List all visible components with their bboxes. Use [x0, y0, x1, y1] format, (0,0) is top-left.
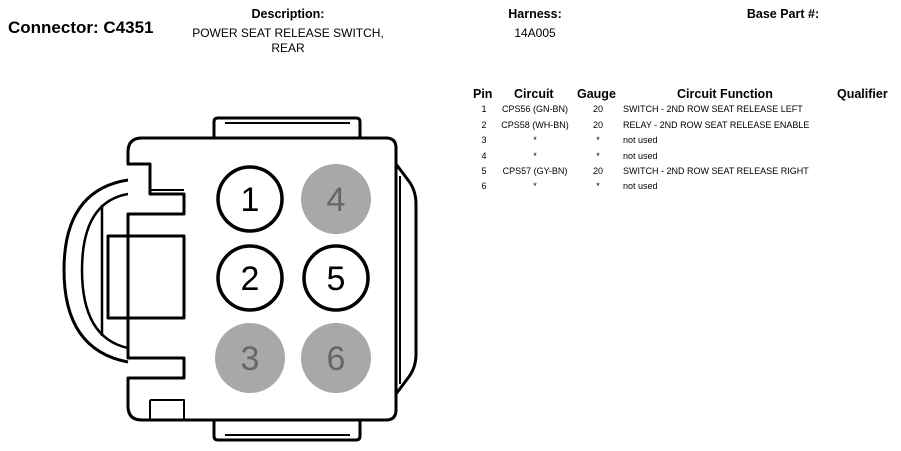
- description-value: POWER SEAT RELEASE SWITCH, REAR: [168, 26, 408, 56]
- pin-cavity-6: [301, 323, 371, 393]
- pin-number-4: 4: [327, 181, 346, 219]
- pin-number-6: 6: [327, 340, 346, 378]
- cell-function: SWITCH - 2ND ROW SEAT RELEASE RIGHT: [623, 166, 809, 176]
- cell-circuit: CPS56 (GN-BN): [501, 104, 568, 114]
- cell-circuit: *: [533, 135, 537, 145]
- pin-cavity-1: [216, 165, 284, 233]
- cell-pin: 5: [481, 166, 487, 176]
- pin-number-5: 5: [327, 260, 346, 298]
- pin-cavity-group: 1 4 2 5 3 6: [215, 164, 371, 393]
- column-header-circuit: Circuit: [514, 87, 554, 101]
- cell-pin: 1: [481, 104, 487, 114]
- column-header-circuit-function: Circuit Function: [677, 87, 773, 101]
- connector-housing: [62, 116, 418, 442]
- harness-value: 14A005: [514, 26, 556, 40]
- base-part-label: Base Part #:: [746, 7, 820, 21]
- cell-function: not used: [623, 181, 658, 191]
- cell-pin: 2: [481, 120, 487, 130]
- cell-pin: 4: [481, 151, 487, 161]
- cell-function: SWITCH - 2ND ROW SEAT RELEASE LEFT: [623, 104, 803, 114]
- cell-gauge: 20: [592, 120, 603, 130]
- column-header-qualifier: Qualifier: [837, 87, 888, 101]
- column-header-pin: Pin: [473, 87, 493, 101]
- pin-cavity-4: [301, 164, 371, 234]
- pin-number-1: 1: [241, 181, 260, 219]
- description-line-1: POWER SEAT RELEASE SWITCH,: [192, 26, 384, 40]
- cell-function: RELAY - 2ND ROW SEAT RELEASE ENABLE: [623, 120, 810, 130]
- description-label: Description:: [251, 7, 325, 21]
- cell-pin: 3: [481, 135, 487, 145]
- cell-circuit: CPS57 (GY-BN): [502, 166, 568, 176]
- cell-function: not used: [623, 135, 658, 145]
- cell-pin: 6: [481, 181, 487, 191]
- pin-cavity-3: [215, 323, 285, 393]
- pin-number-3: 3: [241, 340, 260, 378]
- cell-circuit: *: [533, 181, 537, 191]
- cell-gauge: *: [596, 181, 600, 191]
- cell-gauge: *: [596, 135, 600, 145]
- column-header-gauge: Gauge: [577, 87, 616, 101]
- description-line-2: REAR: [271, 41, 305, 55]
- cell-gauge: *: [596, 151, 600, 161]
- pin-cavity-2: [216, 244, 284, 312]
- cell-function: not used: [623, 151, 658, 161]
- harness-label: Harness:: [508, 7, 562, 21]
- pin-cavity-5: [302, 244, 370, 312]
- connector-title: Connector: C4351: [8, 18, 154, 37]
- cell-gauge: 20: [592, 166, 603, 176]
- pin-number-2: 2: [241, 260, 260, 298]
- cell-circuit: *: [533, 151, 537, 161]
- cell-circuit: CPS58 (WH-BN): [501, 120, 569, 130]
- cell-gauge: 20: [592, 104, 603, 114]
